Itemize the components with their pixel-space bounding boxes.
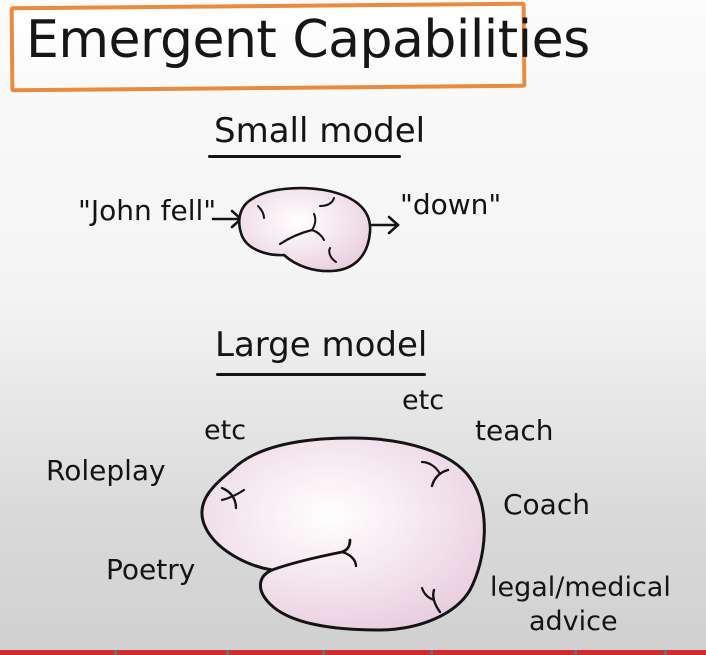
label-etc-right: etc [402,385,445,416]
progress-segment-divider [574,650,577,655]
label-teach: teach [475,414,554,447]
large-brain-icon [200,436,486,632]
progress-segment-divider [226,650,229,655]
small-input-arrow [211,209,243,229]
progress-segment-divider [114,650,117,655]
small-model-input-text: "John fell" [78,194,217,227]
small-output-arrow [370,215,400,235]
label-poetry: Poetry [106,553,196,586]
small-model-output-text: "down" [400,188,502,221]
page-title: Emergent Capabilities [26,10,590,70]
label-roleplay: Roleplay [46,454,166,487]
label-advice: advice [529,606,618,637]
large-model-underline [216,373,426,376]
label-legal-medical: legal/medical [490,572,671,603]
progress-segment-divider [322,650,325,655]
small-model-heading: Small model [214,111,426,151]
progress-segment-divider [664,650,667,655]
video-progress-bar[interactable] [0,650,706,655]
small-model-underline [208,155,401,158]
small-brain-icon [238,186,372,273]
progress-segment-divider [430,650,433,655]
label-coach: Coach [503,488,590,521]
label-etc-left: etc [204,415,247,446]
large-model-heading: Large model [215,325,428,365]
